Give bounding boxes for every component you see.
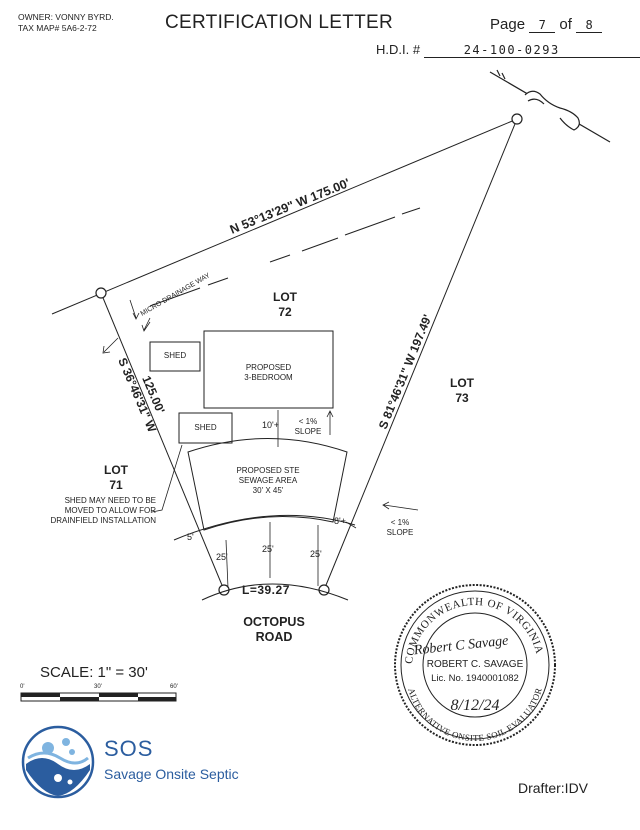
owner-text: OWNER: VONNY BYRD. [18, 12, 114, 22]
lot-72-number: 72 [278, 305, 292, 319]
corner-pin-southeast [318, 584, 330, 596]
sewage-area-label: PROPOSED STE SEWAGE AREA 30' X 45' [206, 466, 330, 496]
bearing-north: N 53°13'29" W 175.00' [228, 176, 352, 237]
tax-map-text: TAX MAP# 5A6-2-72 [18, 23, 97, 33]
owner-block: OWNER: VONNY BYRD. TAX MAP# 5A6-2-72 [18, 12, 114, 34]
sewage-area-outline [187, 438, 348, 531]
eight-plus-leader [345, 521, 357, 529]
north-property-line [51, 118, 518, 315]
slope-arrow-up [326, 410, 334, 435]
scale-tick-0: 0' [20, 684, 25, 690]
scale-tick-30: 30' [94, 684, 102, 690]
drainage-arrow-3 [102, 337, 119, 354]
scale-label: SCALE: 1" = 30' [40, 664, 148, 681]
shed-note-line-2: MOVED TO ALLOW FOR [64, 506, 156, 515]
page-label: Page [490, 16, 526, 33]
seal-ring-bottom: ALTERNATIVE ONSITE SOIL EVALUATOR [406, 687, 544, 743]
shed-note: SHED MAY NEED TO BE MOVED TO ALLOW FOR D… [26, 496, 157, 526]
micro-drainage-label: MICRO DRAINAGE WAY [140, 272, 212, 318]
shed-bottom-outline [178, 412, 233, 444]
drafter-label: Drafter:IDV [518, 780, 589, 796]
logo-subtitle: Savage Onsite Septic [104, 766, 239, 782]
hdi-field: H.D.I. # 24-100-0293 [376, 42, 640, 58]
sewage-area-line-2: SEWAGE AREA [238, 476, 298, 485]
dimension-arrow-25-left [225, 539, 229, 589]
road-name-line-1: OCTOPUS [243, 615, 305, 629]
proposed-house-line-1: PROPOSED [245, 363, 292, 372]
shed-note-line-1: SHED MAY NEED TO BE [64, 496, 156, 505]
proposed-house-line-2: 3-BEDROOM [244, 373, 293, 382]
drainage-arrow-1 [129, 299, 140, 320]
eight-plus-label: 8'+ [334, 516, 346, 526]
road-label: OCTOPUS ROAD [230, 615, 318, 645]
slope-right-line-2: SLOPE [386, 528, 414, 537]
west-property-line [100, 292, 225, 591]
slope-right-line-1: < 1% [390, 518, 410, 527]
five-foot-label: 5' [187, 532, 194, 542]
logo-title: SOS [104, 736, 154, 761]
slope-top-line-1: < 1% [298, 417, 318, 426]
lot-73-word: LOT [450, 376, 474, 390]
micro-drainage-dashes [149, 207, 421, 307]
sewage-area-line-1: PROPOSED STE [236, 466, 300, 475]
sos-logo-icon [21, 725, 95, 799]
page-indicator: Page 7 of 8 [490, 16, 603, 33]
ten-plus-label: 10'+ [262, 420, 279, 430]
dimension-25-left: 25' [216, 552, 228, 562]
lot-71-label: LOT 71 [96, 463, 136, 493]
lot-73-number: 73 [455, 391, 469, 405]
drainfield-arc [173, 514, 356, 541]
lot-73-label: LOT 73 [442, 376, 482, 406]
seal-signature: Robert C Savage [412, 634, 509, 659]
dimension-25-right: 25' [310, 549, 322, 559]
seal-license: Lic. No. 1940001082 [431, 673, 519, 684]
hdi-number: 24-100-0293 [423, 43, 640, 58]
shed-top-outline [149, 341, 201, 372]
lot-71-number: 71 [109, 478, 123, 492]
document-title: CERTIFICATION LETTER [165, 12, 394, 33]
bearing-east: S 81°46'31" W 197.49' [376, 312, 435, 431]
north-arrow-icon [489, 69, 611, 143]
seal-name: ROBERT C. SAVAGE [427, 659, 524, 670]
seal-date: 8/12/24 [451, 697, 500, 714]
scale-tick-60: 60' [170, 684, 178, 690]
evaluator-seal: COMMONWEALTH OF VIRGINIA ALTERNATIVE ONS… [394, 584, 556, 746]
shed-bottom-label: SHED [194, 423, 217, 432]
slope-top-label: < 1% SLOPE [290, 417, 326, 437]
hdi-label: H.D.I. # [376, 42, 421, 57]
page-total: 8 [576, 18, 603, 33]
page-number: 7 [529, 18, 556, 33]
drainage-arrow-2 [141, 317, 151, 332]
sewage-area-line-3: 30' X 45' [252, 486, 284, 495]
east-property-line [323, 118, 518, 591]
arc-length-label: L=39.27 [242, 583, 290, 597]
slope-top-line-2: SLOPE [294, 427, 322, 436]
slope-arrow-left [382, 501, 419, 511]
of-label: of [559, 16, 572, 33]
corner-pin-northwest [95, 287, 107, 299]
shed-note-line-3: DRAINFIELD INSTALLATION [50, 516, 157, 525]
scale-bar [20, 692, 177, 702]
road-name-line-2: ROAD [255, 630, 293, 644]
lot-72-word: LOT [273, 290, 297, 304]
lot-72-label: LOT 72 [265, 290, 305, 320]
proposed-house-label: PROPOSED 3-BEDROOM [204, 363, 333, 383]
lot-71-word: LOT [104, 463, 128, 477]
dimension-25-mid: 25' [262, 544, 274, 554]
corner-pin-northeast [511, 113, 523, 125]
house-outline [203, 330, 334, 409]
slope-right-label: < 1% SLOPE [380, 518, 420, 538]
road-arc [201, 583, 349, 601]
shed-top-label: SHED [163, 351, 187, 360]
shed-note-leader [151, 444, 183, 513]
